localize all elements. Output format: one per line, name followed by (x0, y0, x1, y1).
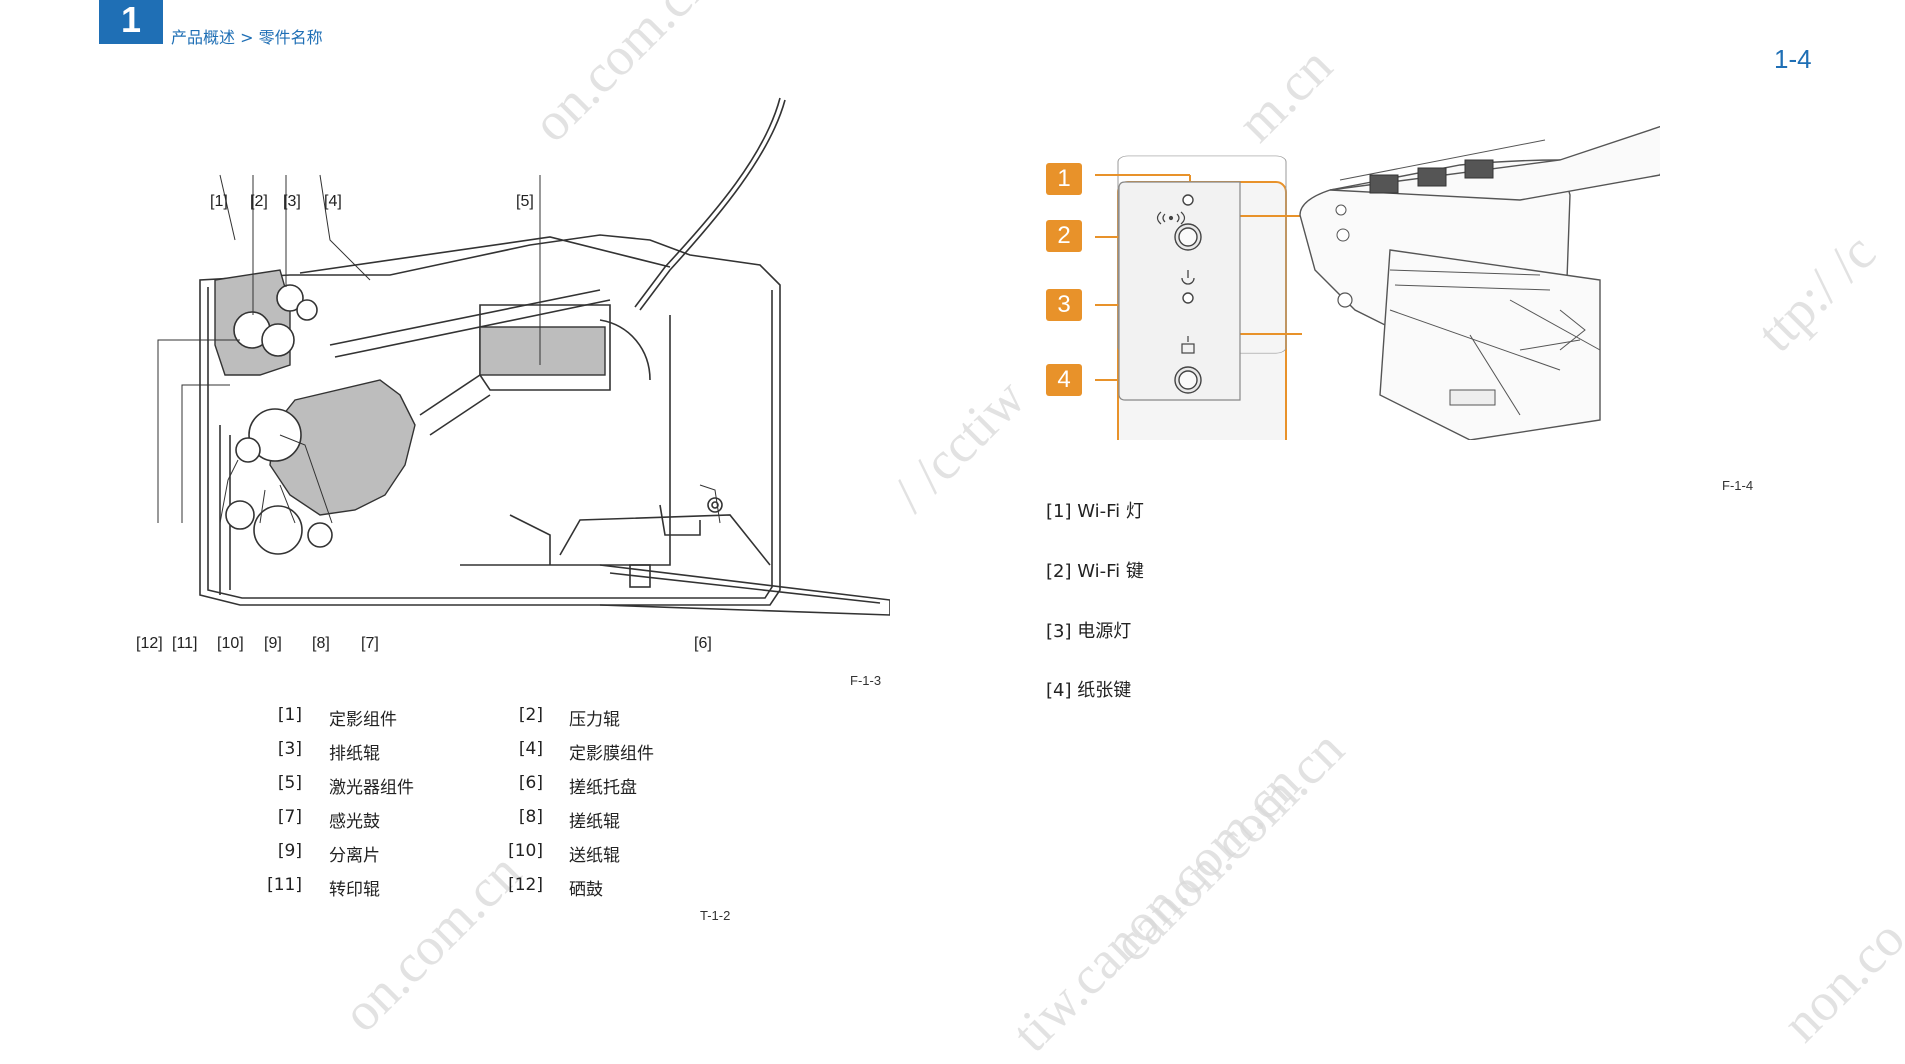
table-cell-number: [11] (267, 875, 302, 895)
table-row: [1] 定影组件 [2] 压力辊 (230, 705, 750, 735)
figure-code-right: F-1-4 (1722, 478, 1754, 493)
figure-code-left: F-1-3 (850, 673, 882, 688)
watermark-text: / /cctiw (880, 367, 1037, 524)
callout-4: [4] (324, 193, 342, 210)
table-cell-name: 定影组件 (329, 710, 397, 730)
table-cell-number: [6] (518, 773, 543, 793)
badge-1: 1 (1046, 163, 1082, 195)
callout-8: [8] (312, 635, 330, 652)
table-cell-number: [10] (508, 841, 543, 861)
legend-item: [2] Wi-Fi 键 (1046, 561, 1144, 582)
table-cell-number: [1] (277, 705, 302, 725)
callout-3: [3] (283, 193, 301, 210)
table-cell-name: 送纸辊 (569, 846, 620, 866)
callout-9: [9] (264, 635, 282, 652)
table-cell-number: [8] (518, 807, 543, 827)
table-cell-name: 压力辊 (569, 710, 620, 730)
printer-cross-section-diagram (157, 97, 890, 616)
paper-icon (1181, 336, 1195, 354)
badge-3: 3 (1046, 289, 1082, 321)
chapter-number-badge: 1 (99, 0, 163, 44)
power-icon (1181, 270, 1195, 285)
table-row: [5] 激光器组件 [6] 搓纸托盘 (230, 773, 750, 803)
control-panel-diagram (1095, 125, 1660, 440)
watermark-text: tiw.canon.com.cn (1000, 752, 1312, 1064)
wifi-icon (1156, 211, 1186, 225)
table-cell-name: 激光器组件 (329, 778, 414, 798)
table-cell-number: [4] (518, 739, 543, 759)
callout-6: [6] (694, 635, 712, 652)
table-cell-name: 排纸辊 (329, 744, 380, 764)
callout-1: [1] (210, 193, 228, 210)
table-cell-name: 硒鼓 (569, 880, 603, 900)
watermark-text: ttp:/ /c (1745, 222, 1887, 364)
legend-item: [3] 电源灯 (1046, 621, 1132, 642)
table-row: [7] 感光鼓 [8] 搓纸辊 (230, 807, 750, 837)
page-number: 1-4 (1774, 44, 1812, 74)
table-cell-number: [5] (277, 773, 302, 793)
watermark-text: non.co (1770, 907, 1905, 1054)
table-cell-name: 定影膜组件 (569, 744, 654, 764)
callout-2: [2] (250, 193, 268, 210)
table-cell-name: 搓纸辊 (569, 812, 620, 832)
table-cell-number: [3] (277, 739, 302, 759)
table-code: T-1-2 (700, 908, 731, 923)
legend-item: [4] 纸张键 (1046, 680, 1132, 701)
callout-7: [7] (361, 635, 379, 652)
table-cell-number: [9] (277, 841, 302, 861)
table-row: [11] 转印辊 [12] 硒鼓 (230, 875, 750, 905)
table-cell-name: 搓纸托盘 (569, 778, 637, 798)
badge-2: 2 (1046, 220, 1082, 252)
badge-4: 4 (1046, 364, 1082, 396)
table-cell-number: [7] (277, 807, 302, 827)
callout-12: [12] (136, 635, 163, 652)
table-cell-name: 转印辊 (329, 880, 380, 900)
callout-10: [10] (217, 635, 244, 652)
breadcrumb: 产品概述 > 零件名称 (171, 28, 323, 47)
callout-5: [5] (516, 193, 534, 210)
watermark-text: on.com.cn (330, 841, 533, 1044)
table-cell-name: 感光鼓 (329, 812, 380, 832)
table-cell-number: [12] (508, 875, 543, 895)
table-cell-number: [2] (518, 705, 543, 725)
table-row: [9] 分离片 [10] 送纸辊 (230, 841, 750, 871)
callout-11: [11] (172, 635, 198, 652)
table-row: [3] 排纸辊 [4] 定影膜组件 (230, 739, 750, 769)
legend-item: [1] Wi-Fi 灯 (1046, 501, 1144, 522)
table-cell-name: 分离片 (329, 846, 380, 866)
